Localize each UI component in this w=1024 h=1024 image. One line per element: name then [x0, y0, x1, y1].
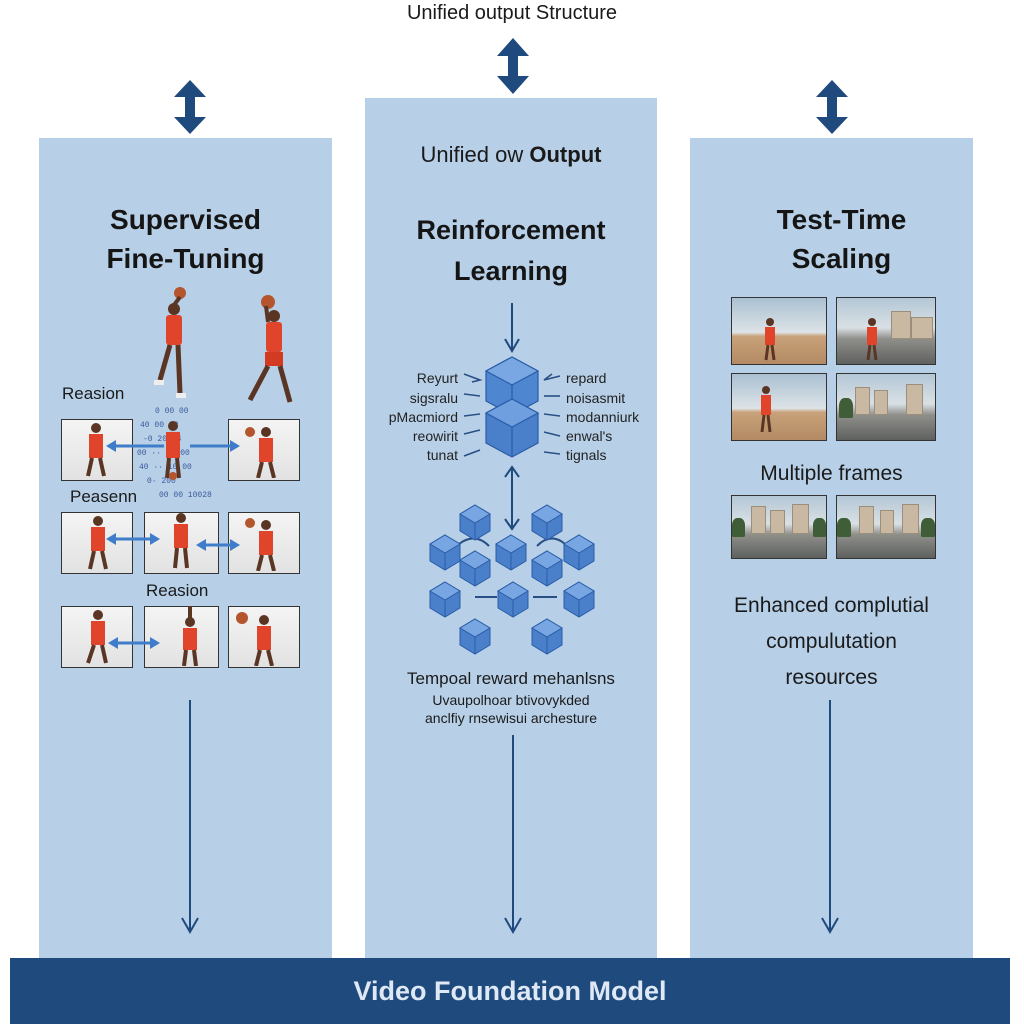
double-arrow-icon	[174, 80, 206, 134]
signal-label-left: sigsralu	[409, 390, 458, 406]
signal-label-right: repard	[566, 370, 607, 386]
svg-text:00 00 10028: 00 00 10028	[159, 491, 212, 500]
sft-label: Reasion	[62, 384, 125, 403]
svg-text:0 00 00: 0 00 00	[155, 407, 189, 416]
down-arrow-icon	[504, 303, 520, 353]
svg-text:-0 20 04: -0 20 04	[143, 435, 182, 444]
sft-label: Reasion	[146, 581, 209, 600]
sft-title-line2: Fine-Tuning	[106, 243, 265, 274]
signal-arrows	[463, 373, 561, 457]
player-sprite	[866, 318, 878, 361]
signal-label-left: tunat	[426, 447, 458, 463]
cube-network	[429, 504, 595, 655]
double-arrow-icon	[504, 465, 520, 531]
video-frame	[836, 297, 936, 365]
cube-icon	[429, 534, 461, 571]
tts-title: Test-Time Scaling	[700, 200, 983, 278]
double-arrow-icon	[816, 80, 848, 134]
player-sprite	[760, 386, 772, 433]
video-frame	[836, 373, 936, 441]
player-sprite	[182, 606, 198, 666]
signal-label-right: noisasmit	[566, 390, 626, 406]
player-sprite	[173, 513, 189, 569]
cube-icon	[495, 534, 527, 571]
tts-title-line2: Scaling	[791, 243, 892, 274]
cube-icon	[459, 618, 491, 655]
double-arrow-icon	[106, 533, 160, 545]
rl-title-line1: Reinforcement	[416, 215, 606, 245]
diagram-title: Unified output Structure	[406, 2, 618, 24]
cube-icon	[531, 504, 563, 541]
video-frame	[836, 495, 936, 559]
player-sprite	[236, 612, 274, 666]
rl-title-line2: Learning	[453, 256, 568, 286]
rl-caption: Uvaupolhoar btivovykded	[432, 692, 590, 708]
rl-caption: Tempoal reward mehanlsns	[407, 669, 615, 688]
double-arrow-icon	[196, 539, 240, 551]
player-sprite	[245, 427, 276, 478]
down-arrow-icon	[821, 700, 839, 935]
rl-caption: anclfiy rnsewisui archesture	[425, 710, 597, 726]
player-sprite	[764, 318, 776, 361]
svg-text:0· 200: 0· 200	[147, 477, 176, 486]
cube-icon	[459, 504, 491, 541]
cube-icon	[497, 581, 529, 618]
player-sprite	[88, 516, 108, 570]
cube-icon	[531, 550, 563, 587]
double-arrow-icon	[108, 637, 160, 649]
double-arrow-icon	[106, 440, 164, 452]
footer-label: Video Foundation Model	[353, 975, 667, 1006]
signal-label-left: reowirit	[412, 428, 458, 444]
svg-text:40 ·· 10 00: 40 ·· 10 00	[139, 463, 192, 472]
tts-title-line1: Test-Time	[776, 204, 907, 235]
signal-label-right: modanniurk	[566, 409, 640, 425]
tts-desc-line2: compulutation	[766, 630, 897, 653]
unified-output-light: Unified ow	[420, 142, 524, 167]
player-sprite	[165, 421, 181, 480]
cube-icon	[459, 550, 491, 587]
signal-label-left: pMacmiord	[388, 409, 458, 425]
multiple-frames-label: Multiple frames	[760, 462, 903, 485]
unified-output-label: Unified ow Output	[365, 142, 657, 168]
tts-description: Enhanced complutial compulutation resour…	[690, 588, 973, 696]
svg-text:40 00 02: 40 00 02	[140, 421, 179, 430]
player-sprite	[86, 610, 108, 664]
rl-title: Reinforcement Learning	[365, 210, 657, 292]
down-arrow-icon	[181, 700, 199, 935]
player-sprite	[245, 518, 276, 571]
basketball-player-icon	[247, 295, 293, 403]
double-arrow-icon	[497, 38, 529, 94]
cube-icon	[484, 356, 540, 458]
signal-label-right: enwal's	[566, 428, 613, 444]
tts-desc-line1: Enhanced complutial	[734, 594, 929, 617]
svg-text:00 ·· 40 00: 00 ·· 40 00	[137, 449, 190, 458]
player-sprite	[86, 423, 106, 477]
down-arrow-icon	[504, 735, 522, 935]
signal-label-left: Reyurt	[416, 370, 458, 386]
video-frame	[731, 373, 827, 441]
cube-icon	[563, 581, 595, 618]
token-scatter: 0 00 00 40 00 02 -0 20 04 00 ·· 40 00 40…	[137, 407, 212, 500]
video-frame	[731, 297, 827, 365]
basketball-player-icon	[154, 287, 186, 398]
cube-icon	[531, 618, 563, 655]
sft-label: Peasenn	[70, 487, 138, 506]
sft-title: Supervised Fine-Tuning	[39, 200, 332, 278]
signal-label-right: tignals	[566, 447, 607, 463]
video-foundation-model-bar: Video Foundation Model	[10, 958, 1010, 1024]
unified-output-bold: Output	[529, 142, 602, 167]
double-arrow-icon	[190, 440, 240, 452]
video-frame	[731, 495, 827, 559]
frame	[144, 606, 219, 668]
cube-icon	[429, 581, 461, 618]
cube-icon	[563, 534, 595, 571]
tts-desc-line3: resources	[785, 666, 878, 689]
sft-title-line1: Supervised	[110, 204, 261, 235]
